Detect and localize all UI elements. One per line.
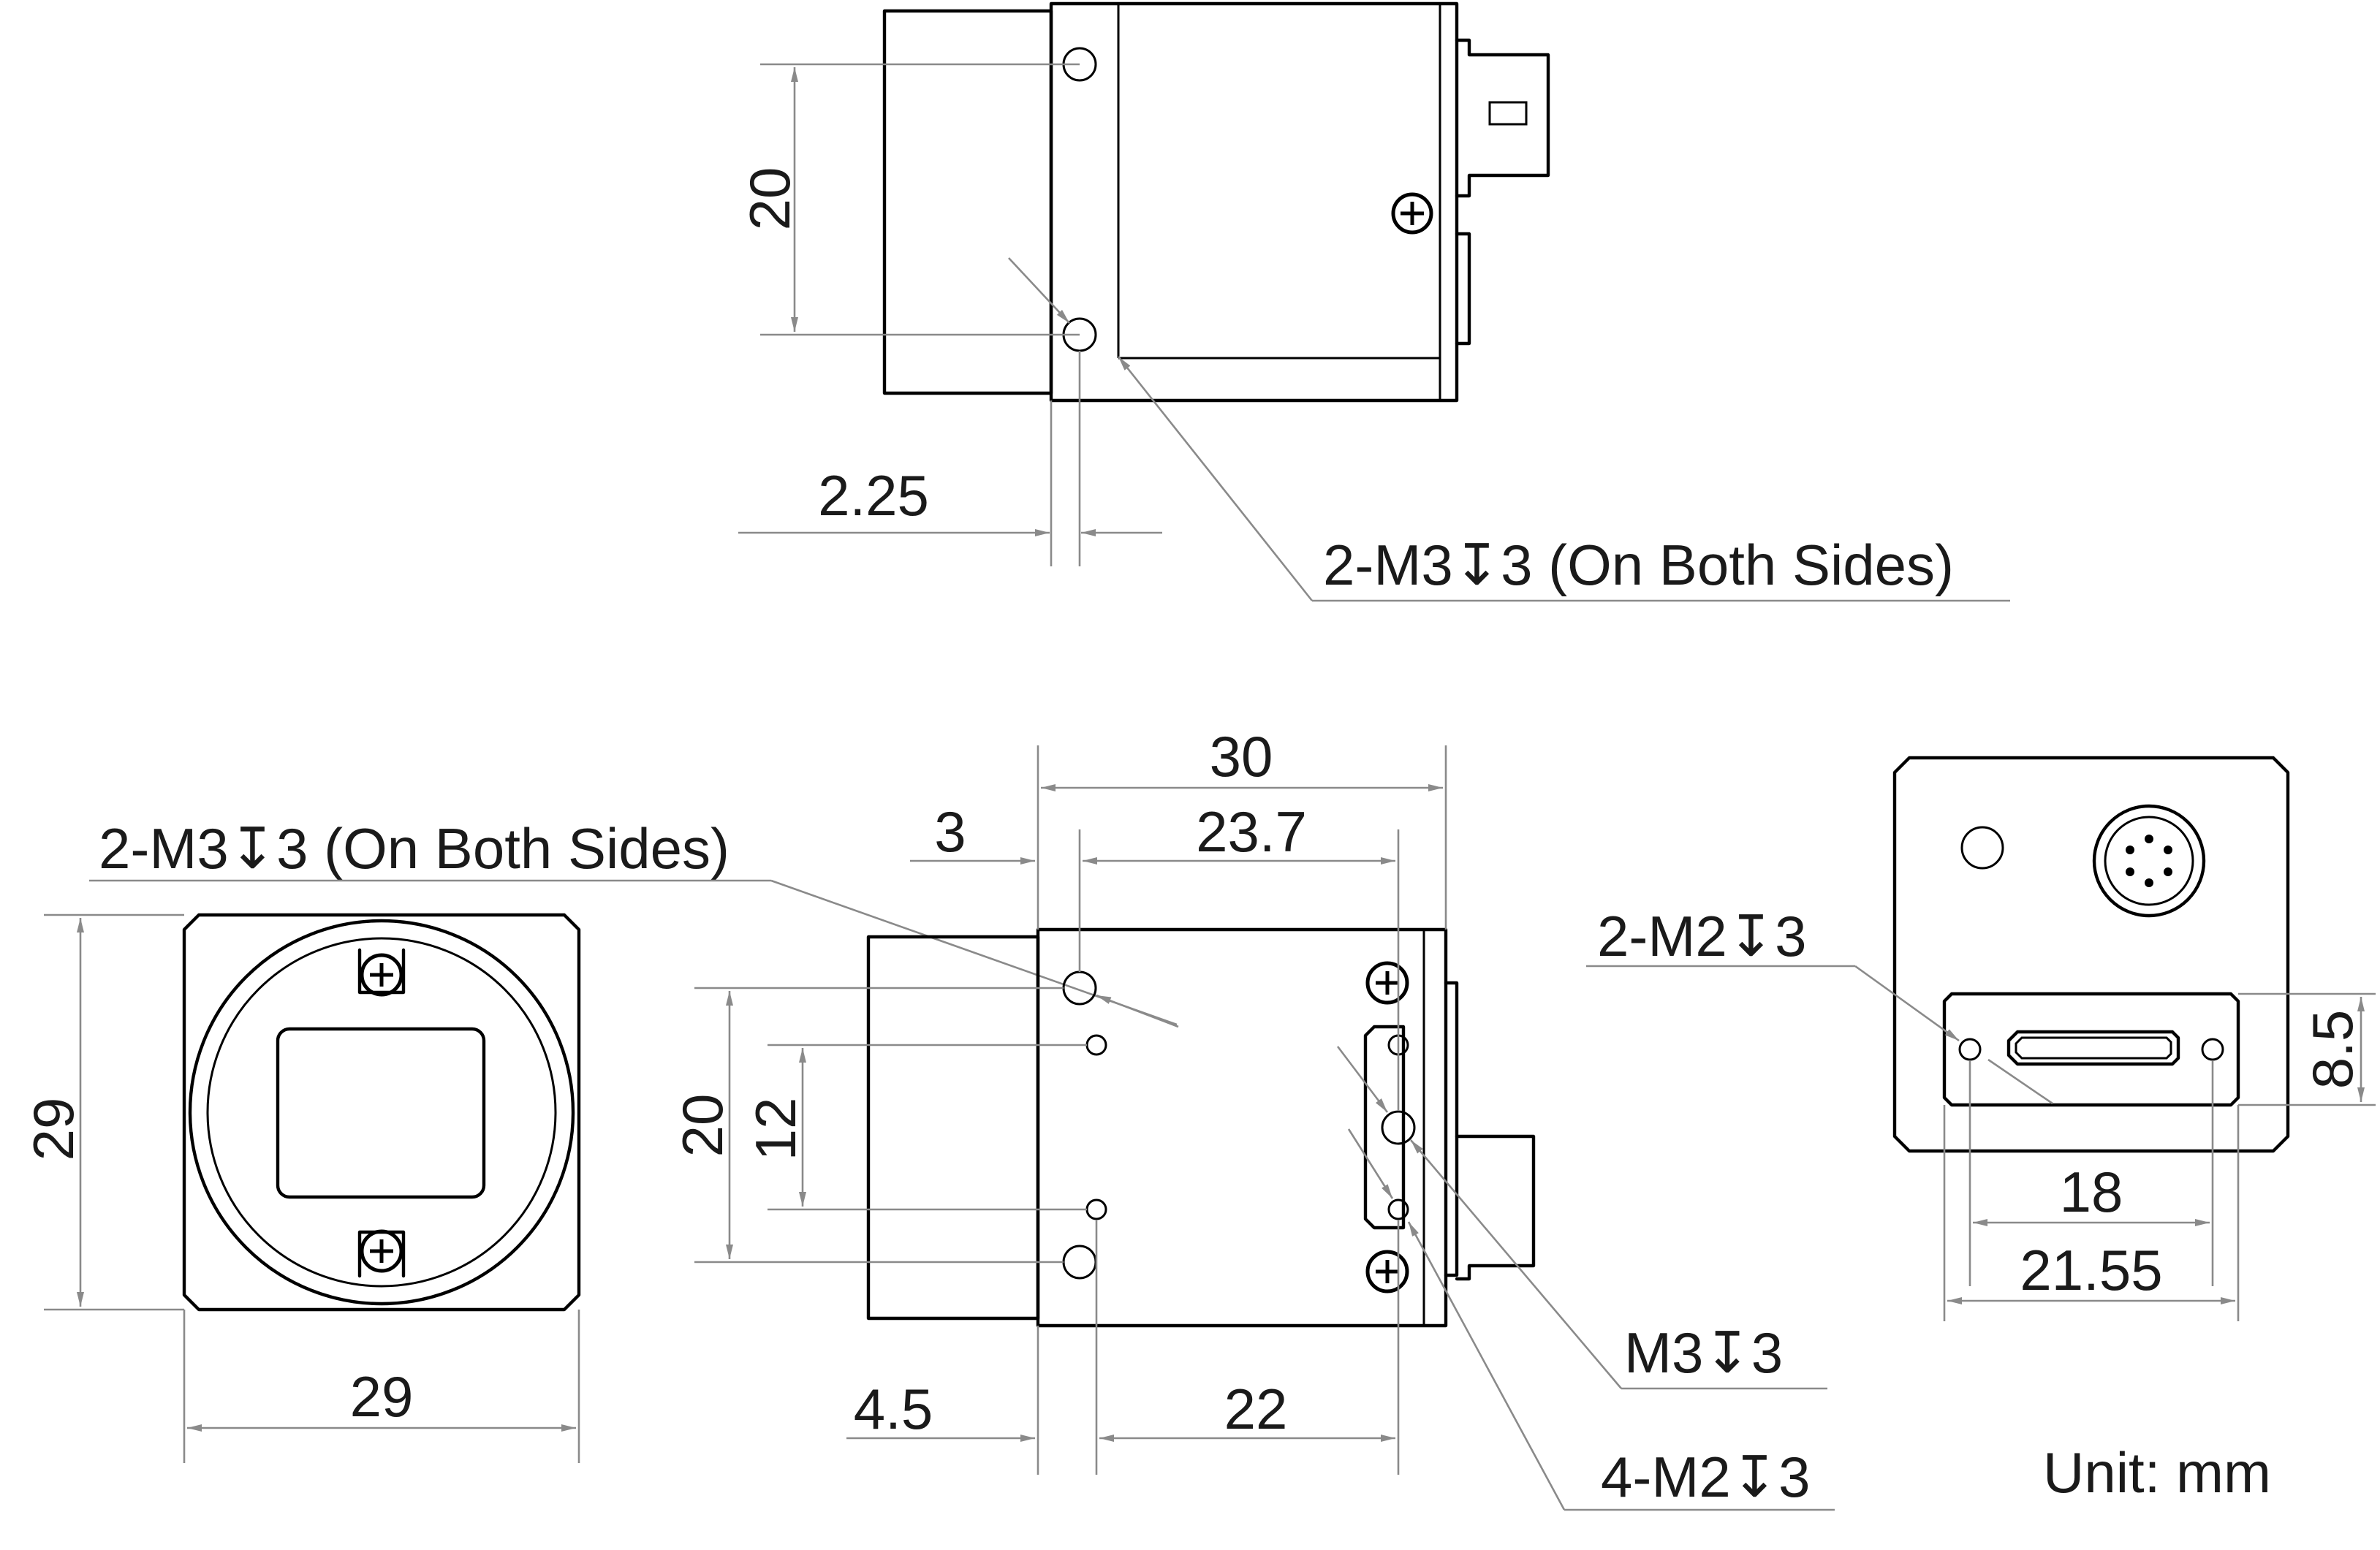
top-view-dim-2-25: 2.25 <box>818 463 929 528</box>
front-view-sensor-window <box>276 1027 486 1199</box>
side-view-m2-hole-bottom <box>1085 1198 1107 1220</box>
rear-view-callout: 2-M2↧3 <box>1597 904 1806 968</box>
side-view-m3-hole-bottom <box>1062 1245 1097 1280</box>
top-view-callout: 2-M3↧3 (On Both Sides) <box>1323 533 1954 597</box>
side-view-body <box>1036 927 1448 1328</box>
rear-view-io-connector <box>2092 804 2206 918</box>
top-view-body <box>1049 1 1459 403</box>
side-view-plate-hole-m3 <box>1381 1110 1416 1145</box>
side-view-callout-m2: 4-M2↧3 <box>1601 1445 1810 1509</box>
rear-view-usb-plate <box>1942 992 2240 1107</box>
side-view: 30 3 23.7 20 12 4.5 22 M3↧3 <box>670 724 1835 1511</box>
side-view-screw-top <box>1365 961 1409 1005</box>
front-view-dim-height: 29 <box>21 1098 86 1161</box>
side-view-m3-hole-top <box>1062 970 1097 1006</box>
side-view-dim-30: 30 <box>1210 724 1273 789</box>
rear-view-dim-18: 18 <box>2060 1160 2123 1224</box>
front-view-screw-bottom <box>360 1229 403 1273</box>
top-view-dim-20: 20 <box>738 167 802 231</box>
top-view: 20 2.25 2-M3↧3 (On Both Sides) <box>738 1 2010 602</box>
side-view-dim-3: 3 <box>934 799 966 864</box>
front-view-mount-ring-inner <box>206 937 557 1288</box>
rear-view-led <box>1960 826 2004 870</box>
front-view-body <box>182 913 581 1312</box>
rear-view-m2-hole-left <box>1958 1038 1982 1061</box>
side-view-dim-23-7: 23.7 <box>1196 799 1307 864</box>
side-view-dim-12: 12 <box>743 1098 808 1161</box>
rear-view-dim-8-5: 8.5 <box>2300 1010 2365 1089</box>
side-view-connector <box>1455 1134 1536 1281</box>
top-view-mount <box>882 9 1053 395</box>
front-view-screw-top <box>360 953 403 997</box>
side-view-m2-hole-top <box>1085 1034 1107 1056</box>
rear-view-dim-21-55: 21.55 <box>2020 1238 2162 1302</box>
rear-view: 2-M2↧3 8.5 18 21.55 <box>1586 756 2376 1321</box>
side-view-plate-hole-lower <box>1387 1198 1409 1220</box>
front-view-dim-width: 29 <box>350 1364 414 1429</box>
side-view-dim-22: 22 <box>1224 1377 1288 1441</box>
side-view-callout-m3: M3↧3 <box>1624 1321 1783 1385</box>
front-view-callout: 2-M3↧3 (On Both Sides) <box>99 816 729 881</box>
front-view-mount-ring-outer <box>188 919 575 1306</box>
top-view-screw <box>1391 192 1433 235</box>
front-view: 29 29 2-M3↧3 (On Both Sides) <box>21 816 1178 1463</box>
top-view-connector <box>1455 38 1550 198</box>
unit-label: Unit: mm <box>2043 1440 2271 1505</box>
side-view-dim-20: 20 <box>670 1094 735 1158</box>
side-view-dim-4-5: 4.5 <box>854 1377 933 1441</box>
rear-view-usb-port <box>2006 1030 2180 1066</box>
rear-view-body <box>1892 756 2290 1153</box>
side-view-screw-bottom <box>1365 1250 1409 1293</box>
rear-view-m2-hole-right <box>2201 1038 2224 1061</box>
side-view-plate <box>1363 1025 1406 1230</box>
